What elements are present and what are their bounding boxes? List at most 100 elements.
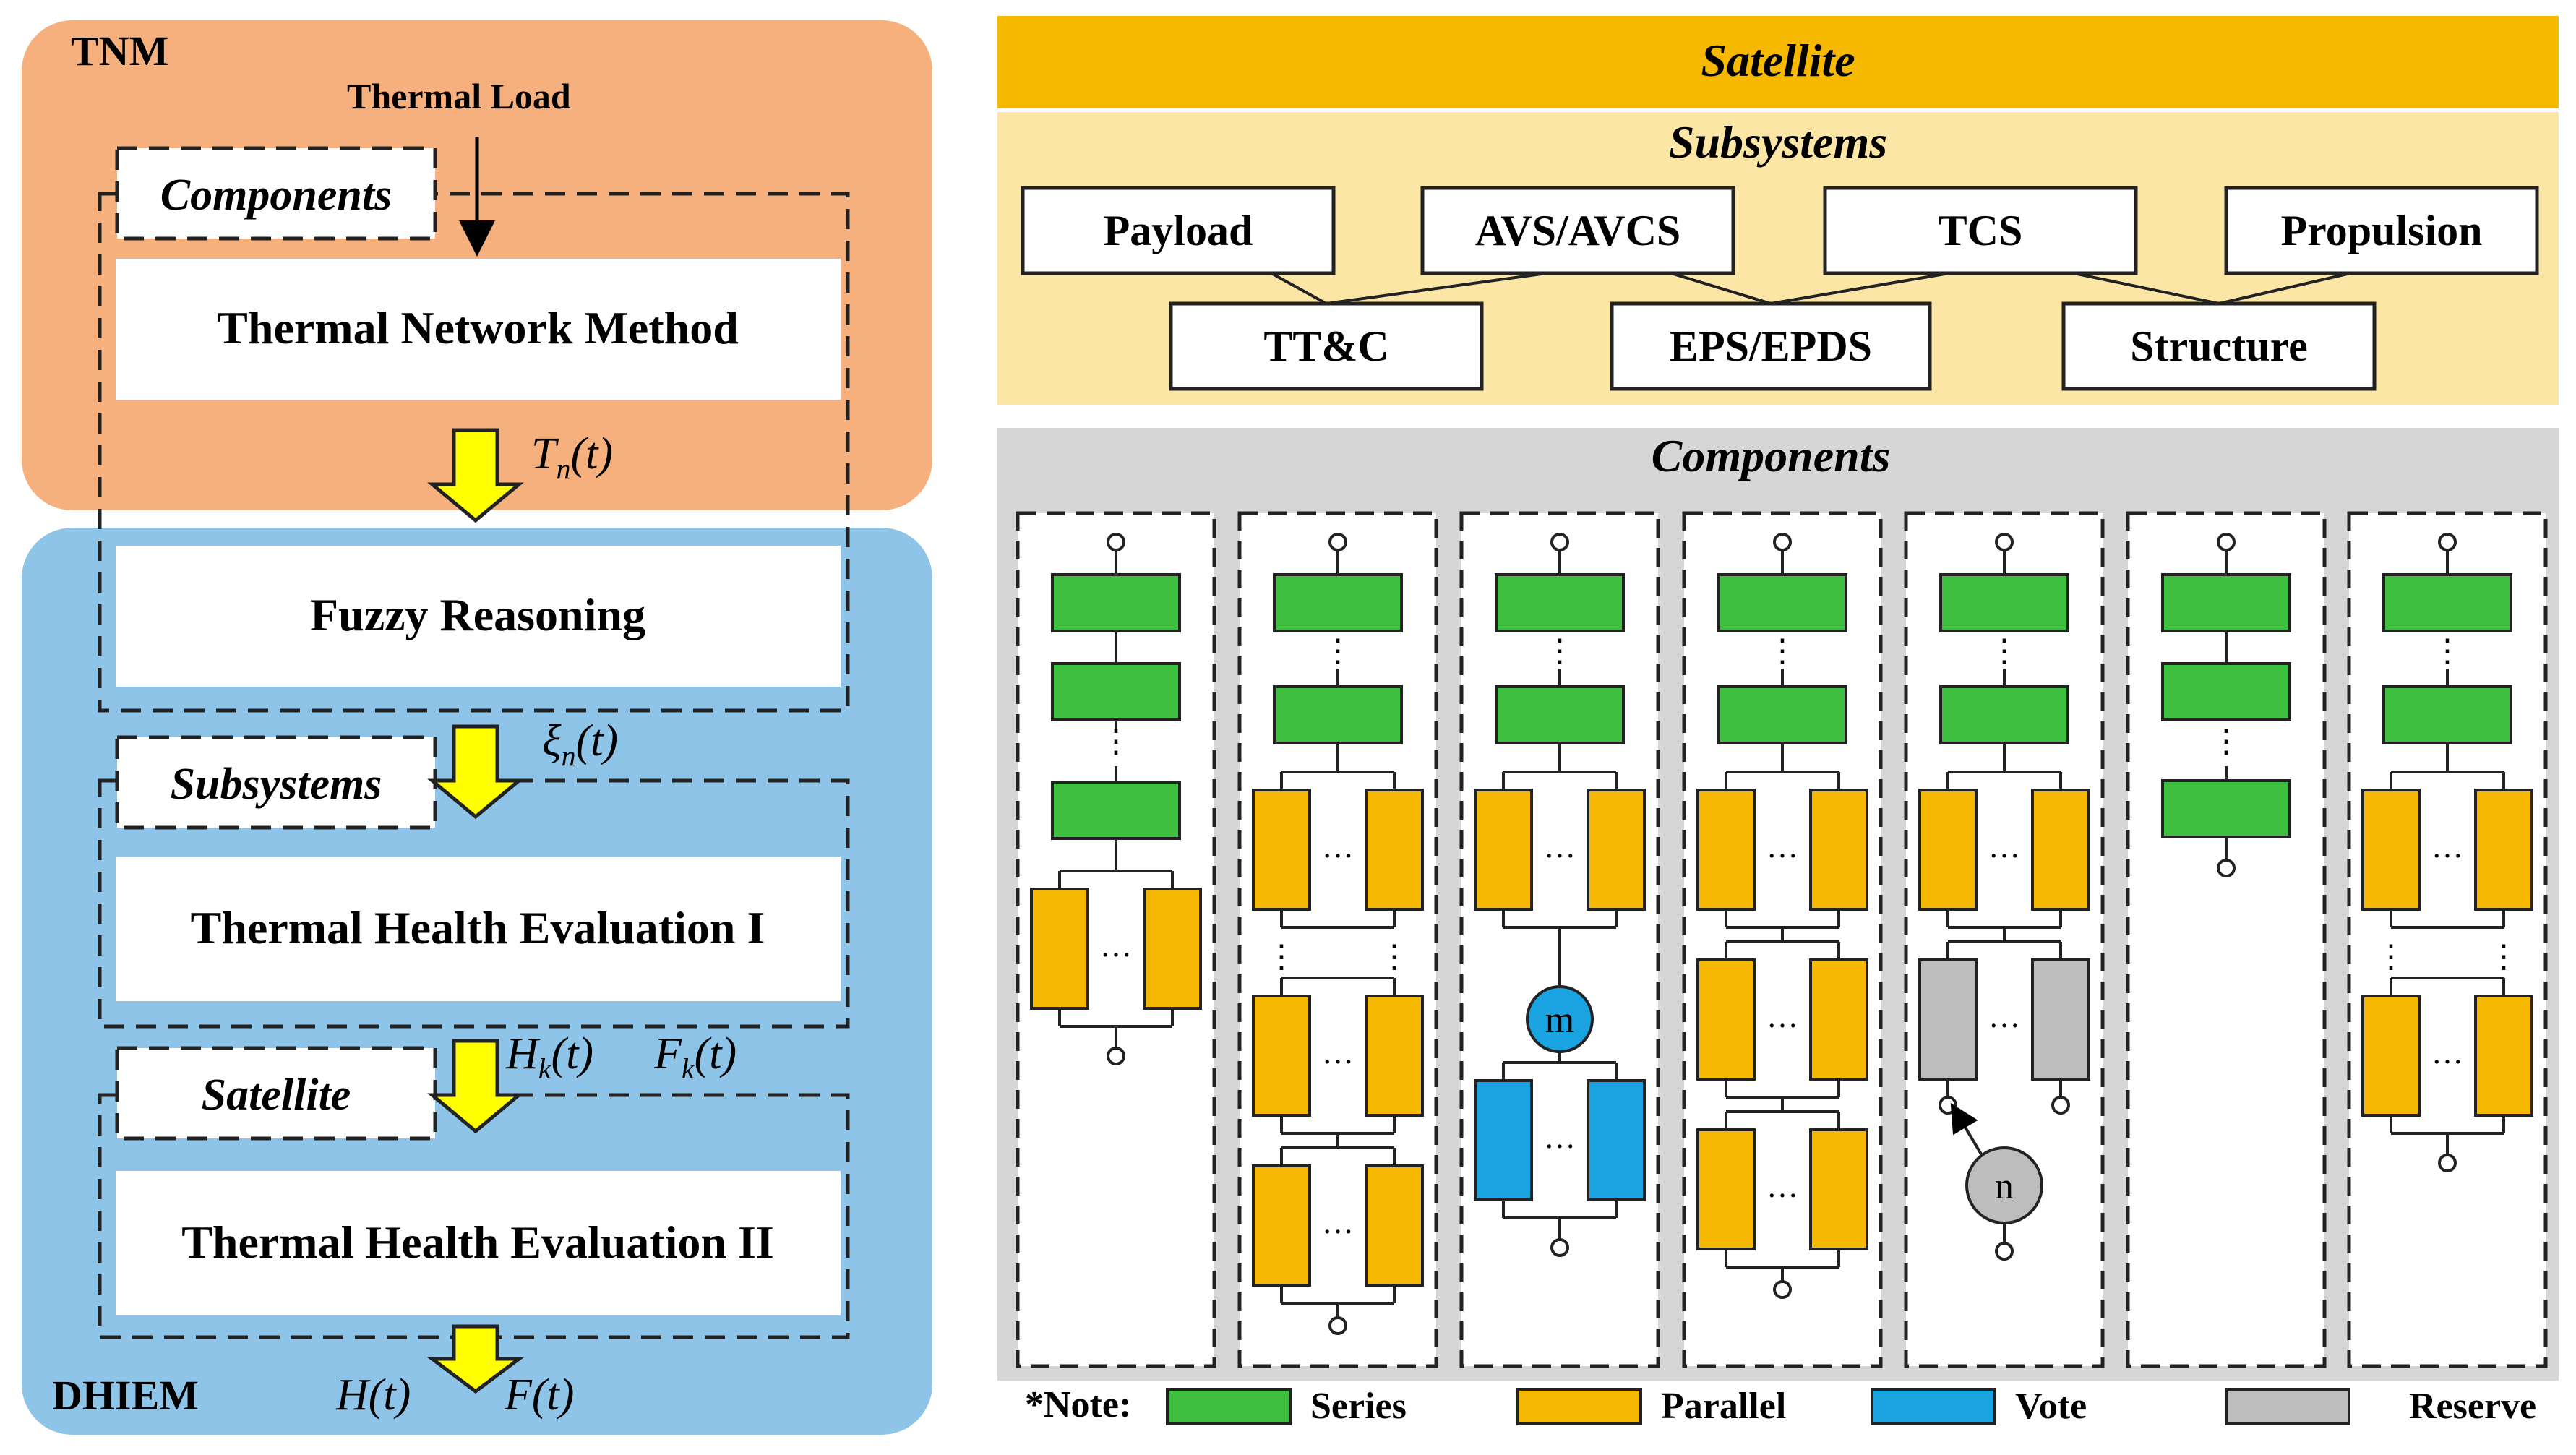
reserve-block — [1918, 958, 1978, 1081]
the2-box-text: Thermal Health Evaluation II — [181, 1216, 774, 1268]
components-tag — [115, 146, 437, 241]
the1-box — [116, 857, 841, 1001]
component-column: ⋮…⋮⋮…… — [1237, 511, 1438, 1368]
components-title: Components — [1652, 430, 1891, 481]
parallel-block — [1365, 995, 1424, 1117]
reserve-block — [2031, 958, 2090, 1081]
legend-label: Parallel — [1661, 1386, 1786, 1427]
ellipsis-marker: … — [1988, 829, 2020, 864]
subsystems-tag-text: Subsystems — [171, 760, 382, 809]
terminal-node — [1995, 533, 2014, 551]
parallel-block — [1809, 958, 1868, 1081]
components-dashed-group — [98, 192, 850, 713]
parallel-block — [1252, 789, 1311, 911]
legend: Series Parallel Vote Reserve — [1166, 1386, 2536, 1427]
subsystem-box — [1169, 301, 1484, 391]
legend-swatch — [2225, 1388, 2350, 1425]
terminal-node — [1107, 533, 1125, 551]
subsystem-box — [1610, 301, 1932, 391]
vote-label: m — [1545, 1000, 1574, 1041]
series-block — [1273, 685, 1403, 744]
series-block — [2161, 779, 2291, 838]
parallel-block — [1587, 789, 1646, 911]
legend-label: Reserve — [2409, 1386, 2536, 1427]
ellipsis-marker: ⋮ — [2488, 939, 2520, 974]
subsystems-tag — [115, 735, 437, 830]
parallel-block — [1252, 1164, 1311, 1287]
ellipsis-marker: … — [1766, 829, 1798, 864]
terminal-node — [1939, 1096, 1957, 1115]
series-block — [1717, 573, 1847, 632]
satellite-title: Satellite — [1701, 35, 1855, 86]
terminal-node — [1328, 533, 1347, 551]
terminal-node — [2217, 859, 2236, 877]
series-block — [1051, 573, 1181, 632]
subsystems-title: Subsystems — [1669, 116, 1887, 168]
ellipsis-marker: … — [1322, 1035, 1354, 1070]
terminal-node — [1773, 1280, 1792, 1299]
component-column: ⋮ … … … — [1682, 511, 1883, 1368]
parallel-block — [2031, 789, 2090, 911]
ellipsis-marker: ⋮ — [1100, 724, 1132, 759]
legend-swatch — [1516, 1388, 1642, 1425]
thermal-load-label: Thermal Load — [347, 76, 571, 116]
ellipsis-marker: ⋮ — [1766, 633, 1798, 669]
ellipsis-marker: ⋮ — [1266, 939, 1297, 974]
ellipsis-marker: ⋮ — [1378, 939, 1410, 974]
column-frame — [2347, 511, 2548, 1368]
parallel-block — [1696, 1128, 1756, 1250]
component-column: ⋮…⋮⋮… — [2347, 511, 2548, 1368]
ellipsis-marker: … — [1322, 829, 1354, 864]
satellite-tag-text: Satellite — [202, 1070, 351, 1120]
parallel-block — [2474, 789, 2533, 911]
subsystem-box — [1021, 186, 1336, 275]
flow-arrow-3 — [427, 1039, 524, 1134]
ellipsis-marker: ⋮ — [1322, 633, 1354, 669]
component-columns: ⋮…⋮…⋮⋮……⋮…m…⋮………⋮……n⋮⋮…⋮⋮… — [1016, 511, 2548, 1368]
parallel-block — [1365, 1164, 1424, 1287]
terminal-node — [1773, 533, 1792, 551]
parallel-block — [2474, 995, 2533, 1117]
fk-label: Fk(t) — [653, 1029, 737, 1085]
legend-label: Vote — [2015, 1386, 2087, 1427]
subsystem-label: TCS — [1939, 207, 2023, 254]
ellipsis-marker: ⋮ — [2431, 633, 2463, 669]
parallel-block — [1252, 995, 1311, 1117]
subsystems-dashed-group — [98, 778, 850, 1029]
the2-box — [116, 1171, 841, 1315]
parallel-block — [1474, 789, 1533, 911]
legend-swatch — [1871, 1388, 1996, 1425]
tnm-label: TNM — [71, 27, 168, 74]
vote-block — [1587, 1079, 1646, 1201]
ellipsis-marker: … — [1766, 1169, 1798, 1204]
flow-arrow-2 — [427, 724, 524, 820]
dhiem-label: DHIEM — [52, 1372, 199, 1419]
series-block — [1717, 685, 1847, 744]
subsystem-link — [1271, 272, 1327, 305]
xi-label: ξn(t) — [542, 716, 618, 772]
legend-note: *Note: — [1025, 1384, 1131, 1425]
series-block — [1273, 573, 1403, 632]
subsystem-label: Structure — [2130, 322, 2308, 370]
vote-block — [1474, 1079, 1533, 1201]
tnm-box-text: Thermal Network Method — [217, 302, 739, 353]
series-block — [1051, 781, 1181, 840]
flow-arrow-4 — [426, 1324, 525, 1394]
ellipsis-marker: … — [1988, 999, 2020, 1034]
terminal-node — [1550, 533, 1569, 551]
subsystem-box — [2224, 186, 2539, 275]
subsystem-link — [2218, 272, 2351, 305]
ellipsis-marker: ⋮ — [2375, 939, 2407, 974]
f-output-label: F(t) — [504, 1370, 574, 1420]
parallel-block — [2361, 789, 2421, 911]
legend-label: Series — [1310, 1386, 1407, 1427]
the1-box-text: Thermal Health Evaluation I — [191, 902, 765, 953]
series-block — [2161, 662, 2291, 721]
series-block — [2382, 685, 2512, 744]
subsystem-box — [1420, 186, 1735, 275]
ellipsis-marker: … — [2431, 829, 2463, 864]
series-block — [1939, 685, 2069, 744]
ellipsis-marker: … — [1544, 1120, 1576, 1155]
ellipsis-marker: … — [1766, 999, 1798, 1034]
